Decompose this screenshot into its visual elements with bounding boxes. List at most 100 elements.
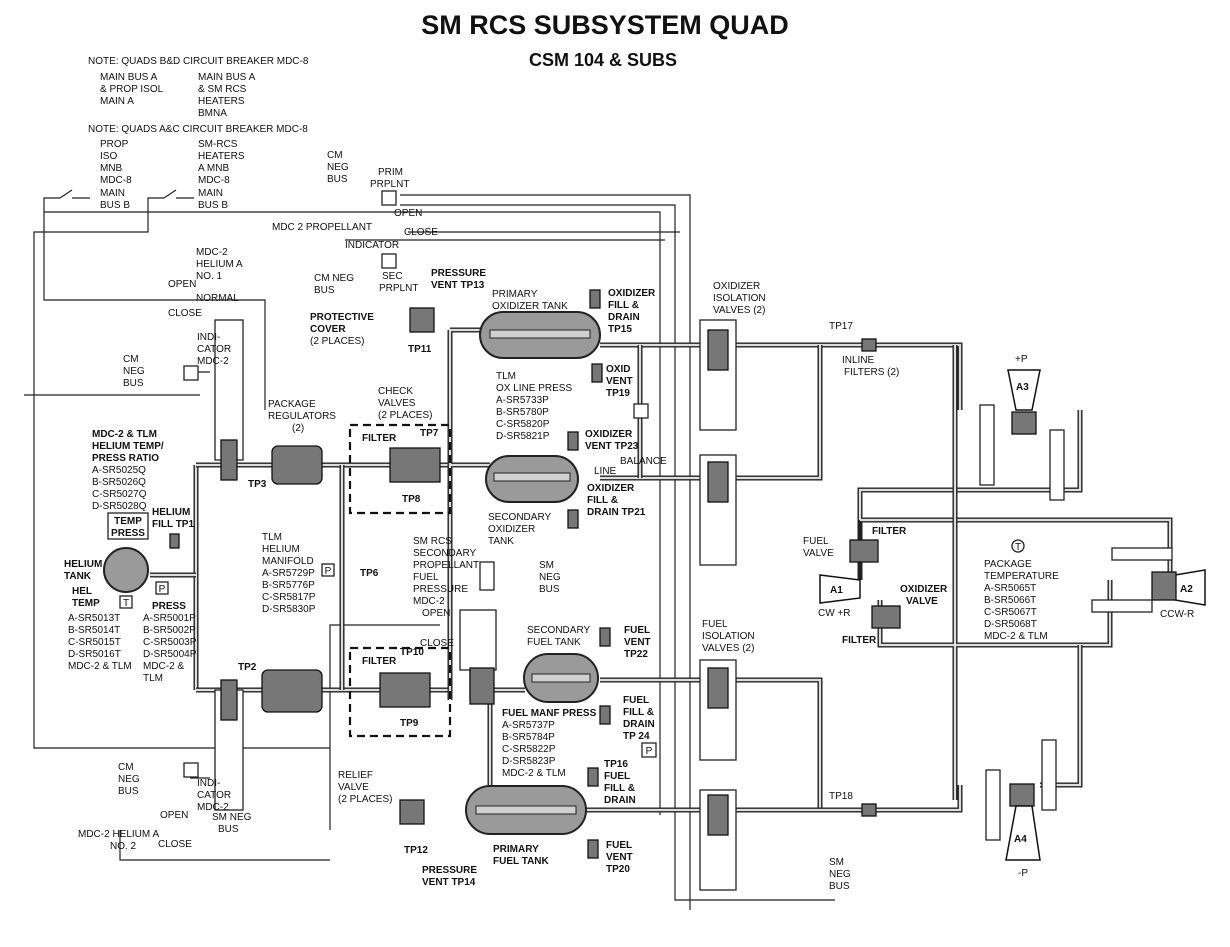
fuel-open: OPEN [422, 608, 450, 619]
ox-fill-tp15-3: TP15 [608, 324, 632, 335]
oxidizer-valve-1: VALVE [906, 596, 938, 607]
fuel-vent-tp20-2: TP20 [606, 864, 630, 875]
cm-neg-bus-low-2: BUS [118, 786, 139, 797]
tp16-2: FILL & [604, 783, 635, 794]
tp17-label: TP17 [829, 321, 853, 332]
relief-valve-0: RELIEF [338, 770, 373, 781]
sec-fuel-tank-0: SECONDARY [527, 625, 590, 636]
temp-id-4: MDC-2 & TLM [68, 661, 132, 672]
helium-indicator-upper-icon [183, 365, 199, 381]
check-valve-lower-icon [379, 672, 431, 708]
ox-iso-valves-1: ISOLATION [713, 293, 766, 304]
breaker-1-icon [43, 189, 90, 212]
protective-cover-1: COVER [310, 324, 346, 335]
temp-press-0: TEMP [114, 516, 142, 527]
sec-ox-tank-2: TANK [488, 536, 514, 547]
hel-temp-sensor-icon [119, 595, 133, 609]
note2-right-3: MDC-8 [198, 175, 230, 186]
a4-valve-left [985, 769, 1001, 841]
cw-r-label: CW +R [818, 608, 851, 619]
fuel-fill-tp24-valve-icon [599, 705, 611, 725]
fuel-manf-press-sensor-icon [641, 742, 657, 758]
sm-neg-bus-0: SM [539, 560, 554, 571]
helium-iso-valve-upper [214, 319, 244, 461]
open3-label: OPEN [160, 810, 188, 821]
minus-p-label: -P [1018, 868, 1028, 879]
tp11-label: TP11 [408, 344, 432, 355]
tlm-ox-2: A-SR5733P [496, 395, 549, 406]
pkg-temp-1: TEMPERATURE [984, 571, 1059, 582]
ccw-r-label: CCW-R [1160, 609, 1194, 620]
a4-valve-right [1041, 739, 1057, 811]
helium-section: MDC-2 & TLM HELIUM TEMP/ PRESS RATIO A-S… [64, 319, 267, 811]
helium-fill-1: FILL TP1 [152, 519, 194, 530]
note2-left-3: MDC-8 [100, 175, 132, 186]
oxidizer-valve-0: OXIDIZER [900, 584, 948, 595]
indicator-mdc2-2: MDC-2 [197, 356, 229, 367]
fuel-manf-p: P [646, 746, 653, 757]
tp16-1: FUEL [604, 771, 630, 782]
tlm-ox-5: D-SR5821P [496, 431, 550, 442]
mdc2-helium-a1-1: HELIUM A [196, 259, 243, 270]
filter1-label: FILTER [362, 433, 397, 444]
helium-tank-label-1: TANK [64, 571, 92, 582]
indicator-mdc2-0: INDI- [197, 332, 220, 343]
primary-ox-tank-0: PRIMARY [492, 289, 538, 300]
ox-fill-tp21-valve-icon [567, 509, 579, 529]
check-valve-upper-icon [389, 447, 441, 483]
tp16-0: TP16 [604, 759, 628, 770]
switch-labels: CM NEG BUS PRIM PRPLNT OPEN MDC 2 PROPEL… [78, 150, 438, 852]
fuel-manf-1: A-SR5737P [502, 720, 555, 731]
normal-label: NORMAL [196, 293, 239, 304]
tlm-manifold-2: MANIFOLD [262, 556, 314, 567]
press-label: PRESS [152, 601, 186, 612]
check-valves-2: (2 PLACES) [378, 410, 432, 421]
a2-injector-icon [1151, 571, 1177, 601]
temp-id-2: C-SR5015T [68, 637, 121, 648]
tlm-manifold-1: HELIUM [262, 544, 300, 555]
sec-ox-tank-0: SECONDARY [488, 512, 551, 523]
note1-right-0: MAIN BUS A [198, 72, 256, 83]
fuel-iso-valve-2 [699, 789, 737, 891]
note1-right-2: HEATERS [198, 96, 245, 107]
sm-rcs-sec-4: PRESSURE [413, 584, 468, 595]
tp10-label: TP10 [400, 647, 424, 658]
balance-line-1: LINE [594, 466, 617, 477]
cm-neg-bus-low-0: CM [118, 762, 134, 773]
a2-label: A2 [1180, 584, 1193, 595]
press-id-2: C-SR5003P [143, 637, 197, 648]
pkg-temp-4: C-SR5067T [984, 607, 1037, 618]
fuel-vent-tp20-valve-icon [587, 839, 599, 859]
fuel-iso-valves-2: VALVES (2) [702, 643, 754, 654]
sec-prplnt-0: SEC [382, 271, 403, 282]
hel-temp-t: T [123, 598, 129, 609]
fuel-manf-2: B-SR5784P [502, 732, 555, 743]
pressure-vent-tp14-1: VENT TP14 [422, 877, 476, 888]
tlm-manifold-3: A-SR5729P [262, 568, 315, 579]
relief-valve-icon [399, 799, 425, 825]
open2-label: OPEN [168, 279, 196, 290]
fuel-iso-valves-1: ISOLATION [702, 631, 755, 642]
hel-temp-1: TEMP [72, 598, 100, 609]
helium-fill-valve-icon [169, 533, 180, 549]
tlm-manifold-4: B-SR5776P [262, 580, 315, 591]
helium-tank [103, 547, 149, 593]
sm-rcs-sec-0: SM RCS [413, 536, 452, 547]
fuel-manf-5: MDC-2 & TLM [502, 768, 566, 779]
sec-fuel-press-switch-icon [479, 561, 495, 591]
a1-fuel-valve-icon [849, 539, 879, 563]
cm-neg-bus-mid-1: BUS [314, 285, 335, 296]
package-temp-t: T [1015, 542, 1021, 553]
helium-fill-0: HELIUM [152, 507, 190, 518]
pkg-temp-2: A-SR5065T [984, 583, 1036, 594]
sm-neg-bus-2: BUS [539, 584, 560, 595]
temp-id-3: D-SR5016T [68, 649, 121, 660]
ox-fill-tp15-0: OXIDIZER [608, 288, 656, 299]
inline-filter-upper-icon [861, 338, 877, 352]
close2-label: CLOSE [168, 308, 202, 319]
sm-neg-bus-bottom-0: SM [829, 857, 844, 868]
tlm-ox-4: C-SR5820P [496, 419, 550, 430]
tp16-3: DRAIN [604, 795, 636, 806]
relief-valve-2: (2 PLACES) [338, 794, 392, 805]
helium-indicator-lower-icon [183, 762, 199, 778]
